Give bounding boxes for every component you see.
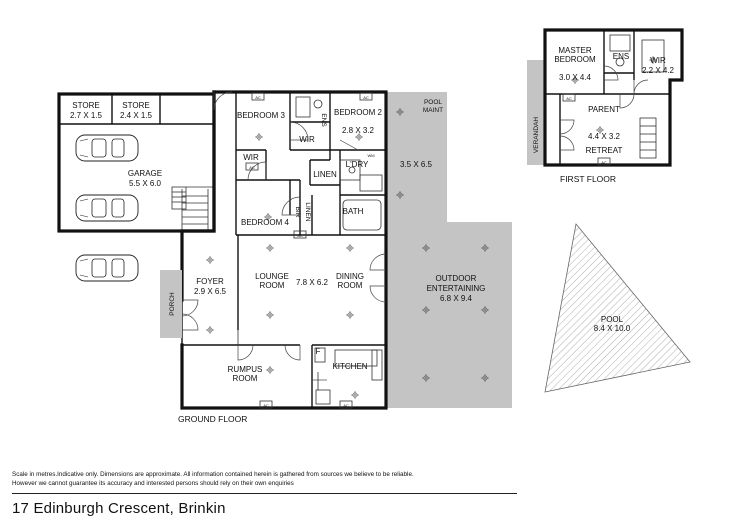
ac-markers — [245, 92, 373, 409]
ground-floor-label: GROUND FLOOR — [178, 414, 247, 424]
ens-ground-label: ENS — [320, 113, 327, 127]
pool-size: 8.4 X 10.0 — [594, 324, 631, 333]
ens-first-label: ENS — [613, 52, 629, 61]
parent-size: 4.4 X 3.2 — [588, 132, 621, 141]
bedroom2-name: BEDROOM 2 — [334, 108, 383, 117]
first-floor-label: FIRST FLOOR — [560, 174, 616, 184]
verandah-label: VERANDAH — [533, 117, 540, 153]
dining-name-1: DINING — [336, 272, 364, 281]
parent-name: PARENT — [588, 105, 620, 114]
lounge-name-1: LOUNGE — [255, 272, 289, 281]
pool-name: POOL — [601, 315, 624, 324]
dining-name-2: ROOM — [338, 281, 363, 290]
divider — [12, 493, 517, 494]
lounge-name-2: ROOM — [260, 281, 285, 290]
foyer-size: 2.9 X 6.5 — [194, 287, 227, 296]
wir-ground1-label: WIR — [299, 135, 315, 144]
store1-size: 2.7 X 1.5 — [70, 111, 103, 120]
bir-label: BIR — [294, 207, 301, 218]
porch-label: PORCH — [169, 292, 176, 316]
first-floor-doors — [559, 65, 649, 151]
linen2-label: LINEN — [304, 202, 311, 221]
ac-label: AC — [255, 95, 261, 100]
car-icon — [75, 134, 139, 162]
store2-name: STORE — [122, 101, 149, 110]
ac-label: AC — [601, 160, 607, 165]
rumpus-name-2: ROOM — [233, 374, 258, 383]
store2-size: 2.4 X 1.5 — [120, 111, 153, 120]
bedroom2-size: 2.8 X 3.2 — [342, 126, 375, 135]
wir-ground2-label: WIR — [243, 153, 259, 162]
ac-label: AC — [249, 165, 255, 170]
ac-label: AC — [297, 233, 303, 238]
porch — [160, 270, 182, 338]
garage-size: 5.5 X 6.0 — [129, 179, 162, 188]
master-name-2: BEDROOM — [554, 55, 596, 64]
master-size: 3.0 X 4.4 — [559, 73, 592, 82]
garage-name: GARAGE — [128, 169, 162, 178]
master-name-1: MASTER — [558, 46, 592, 55]
verandah — [527, 60, 545, 165]
house-walls — [180, 90, 388, 410]
kitchen-label: KITCHEN — [332, 362, 367, 371]
bedroom4-name: BEDROOM 4 — [241, 218, 290, 227]
ac-label: AC — [263, 403, 269, 408]
foyer-name: FOYER — [196, 277, 224, 286]
bedroom3-name: BEDROOM 3 — [237, 111, 286, 120]
fridge-label: F — [316, 347, 321, 356]
disclaimer-text: Scale in metres.Indicative only. Dimensi… — [12, 471, 414, 487]
outdoor-size: 6.8 X 9.4 — [440, 294, 473, 303]
wir-first-size: 2.2 X 4.2 — [642, 66, 675, 75]
ac-label: AC — [343, 403, 349, 408]
doors — [181, 91, 387, 381]
property-address: 17 Edinburgh Crescent, Brinkin — [12, 500, 226, 517]
ac-label: AC — [566, 96, 572, 101]
wet-area-fixtures — [295, 96, 383, 231]
wir-first-name: WIR — [650, 56, 666, 65]
deck-size: 3.5 X 6.5 — [400, 160, 433, 169]
bath-label: BATH — [343, 207, 364, 216]
garage-stair — [181, 189, 209, 231]
lounge-dining-size: 7.8 X 6.2 — [296, 278, 329, 287]
store1-name: STORE — [72, 101, 99, 110]
pool-maint-label-1: POOL — [424, 99, 442, 106]
laundry-label: L'DRY — [346, 160, 369, 169]
rumpus-name-1: RUMPUS — [228, 365, 263, 374]
deck-area — [386, 92, 512, 408]
outdoor-name-1: OUTDOOR — [436, 274, 477, 283]
ac-label: AC — [363, 95, 369, 100]
pool-shape — [544, 223, 691, 393]
wm-label: WM — [367, 153, 374, 158]
outdoor-name-2: ENTERTAINING — [427, 284, 486, 293]
car-icon — [75, 194, 139, 222]
pool-maint-label-2: MAINT — [423, 107, 443, 114]
parent-name-2: RETREAT — [586, 146, 623, 155]
car-icon — [75, 254, 139, 282]
linen-label: LINEN — [313, 170, 337, 179]
kitchen-fixtures — [314, 347, 383, 405]
